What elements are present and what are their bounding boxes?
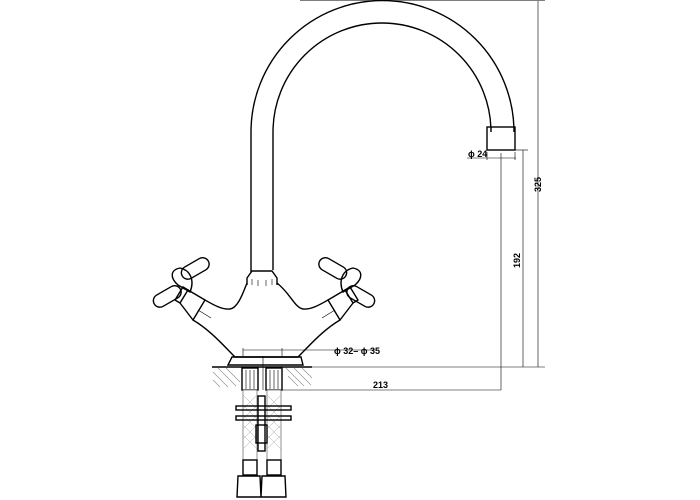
stem-nut bbox=[246, 270, 278, 285]
dimension-lines bbox=[242, 0, 545, 391]
aerator bbox=[486, 126, 516, 151]
dim-total-height: 325 bbox=[533, 177, 543, 192]
dim-spout-height: 192 bbox=[512, 253, 522, 268]
dim-aerator-diameter: ϕ 24 bbox=[468, 149, 487, 159]
base-plate bbox=[226, 356, 304, 366]
right-handle bbox=[318, 256, 376, 321]
body bbox=[192, 282, 341, 358]
counter-hatching bbox=[212, 367, 313, 388]
spout bbox=[250, 0, 516, 272]
left-handle bbox=[152, 256, 210, 321]
supply-hoses bbox=[235, 367, 292, 498]
dim-spout-reach: 213 bbox=[373, 380, 388, 390]
dim-mounting-hole: ϕ 32– ϕ 35 bbox=[334, 346, 380, 356]
